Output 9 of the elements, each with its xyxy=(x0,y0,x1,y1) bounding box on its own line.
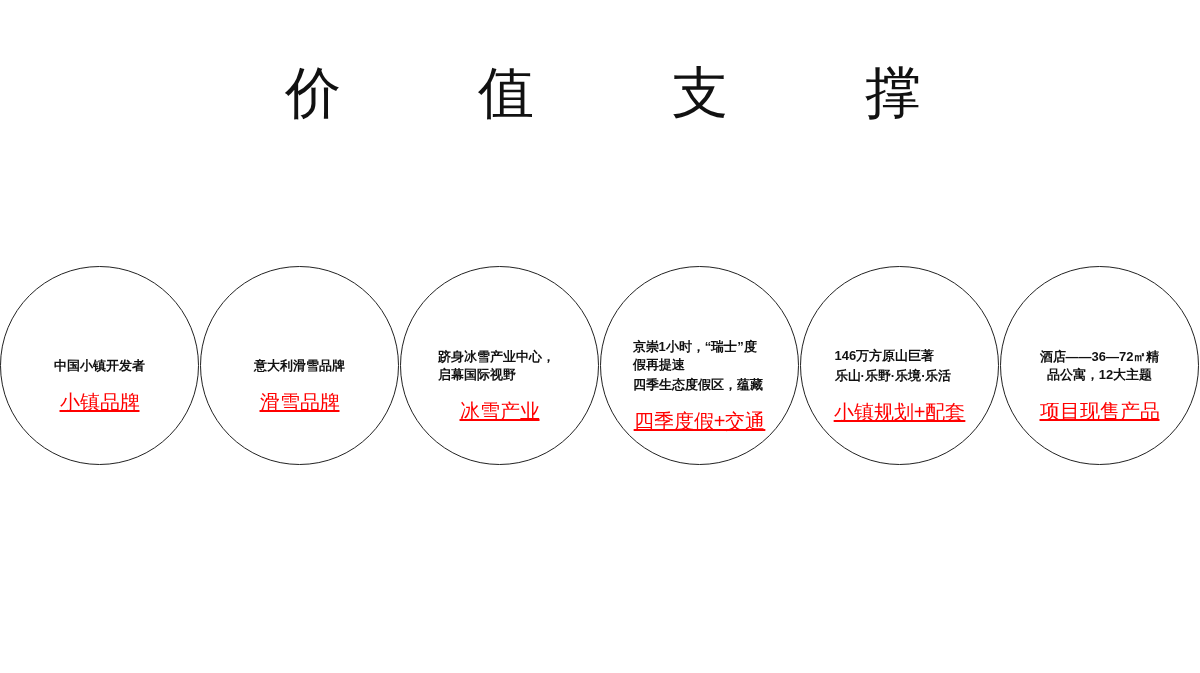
description-text: 146万方原山巨著 xyxy=(834,346,936,365)
page-title: 价值支撑 xyxy=(285,60,921,126)
description-text: 乐山·乐野·乐境·乐活 xyxy=(834,366,953,385)
description-text: 四季生态度假区，蕴藏 xyxy=(632,375,764,394)
description-text: 中国小镇开发者 xyxy=(53,356,146,375)
description-text: 酒店——36—72㎡精品公寓，12大主题 xyxy=(1038,347,1161,384)
description-text: 意大利滑雪品牌 xyxy=(253,356,346,375)
description-text: 跻身冰雪产业中心，启幕国际视野 xyxy=(437,347,556,384)
description-text: 京崇1小时，“瑞士”度假再提速 xyxy=(632,337,758,374)
